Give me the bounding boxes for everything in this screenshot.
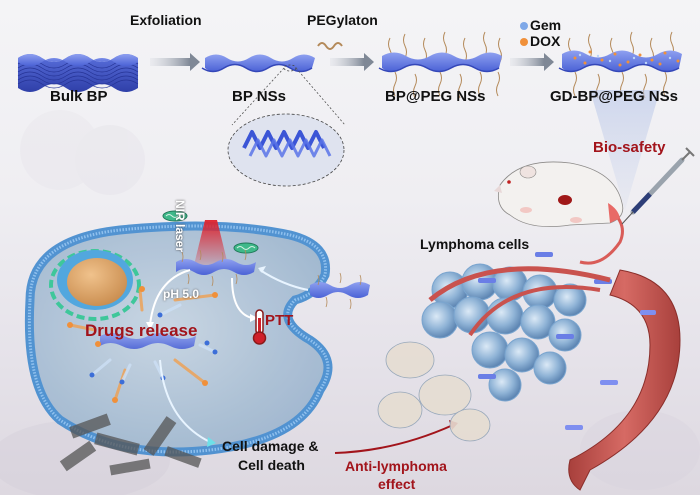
exfoliation-label: Exfoliation bbox=[130, 12, 202, 28]
gd-bp-peg-nss-illustration bbox=[558, 31, 682, 210]
arrow-pegylation bbox=[330, 53, 374, 71]
blood-vessel bbox=[428, 266, 681, 491]
mitochondria-icon bbox=[162, 210, 259, 254]
nanosheet-entering-cell bbox=[258, 266, 370, 310]
outcome-line2: Cell death bbox=[238, 457, 305, 473]
cell-death-arrow bbox=[159, 359, 211, 443]
nir-laser-label: NIR laser bbox=[173, 200, 187, 253]
bp-peg-nss-illustration bbox=[378, 31, 502, 99]
ptt-label: PTT bbox=[265, 312, 294, 329]
bulk-bp-illustration bbox=[17, 54, 139, 92]
nucleus-illustration bbox=[49, 249, 141, 321]
biosafety-label: Bio-safety bbox=[593, 139, 666, 156]
pegylation-label: PEGylaton bbox=[307, 12, 378, 28]
mouse-illustration bbox=[494, 161, 624, 265]
bp-nss-illustration bbox=[201, 54, 346, 126]
dox-legend-label: DOX bbox=[530, 33, 561, 49]
anti-lymphoma-arrow bbox=[334, 424, 454, 454]
bp-nss-label: BP NSs bbox=[232, 88, 286, 105]
arrow-drug-loading bbox=[510, 53, 554, 71]
nir-laser-beam bbox=[194, 220, 228, 265]
bulk-bp-label: Bulk BP bbox=[50, 88, 108, 105]
arrow-exfoliation bbox=[150, 53, 200, 71]
anti-lymphoma-line1: Anti-lymphoma bbox=[345, 458, 447, 474]
ph-label: pH 5.0 bbox=[163, 287, 200, 301]
drugs-release-label: Drugs release bbox=[85, 321, 198, 340]
ptt-arrow bbox=[231, 277, 253, 319]
nanosheet-in-cell bbox=[176, 249, 256, 287]
lymphoma-cell-cluster bbox=[377, 252, 612, 442]
anti-lymphoma-line2: effect bbox=[378, 476, 416, 492]
outcome-line1: Cell damage & bbox=[222, 438, 319, 454]
thermometer-icon bbox=[252, 309, 267, 345]
ph-arrow bbox=[149, 269, 191, 326]
cell-debris bbox=[59, 413, 202, 476]
drug-release-nanosheet bbox=[100, 333, 196, 349]
bp-peg-nss-label: BP@PEG NSs bbox=[385, 88, 486, 105]
dox-legend-dot bbox=[520, 38, 528, 46]
gd-bp-peg-nss-label: GD-BP@PEG NSs bbox=[550, 88, 678, 105]
lymphoma-cells-label: Lymphoma cells bbox=[420, 236, 530, 252]
syringe-icon bbox=[621, 147, 695, 225]
gem-legend-label: Gem bbox=[530, 17, 562, 33]
bp-lattice-zoom-inset bbox=[227, 113, 345, 187]
released-drug-particles bbox=[67, 286, 218, 403]
gem-legend-dot bbox=[520, 22, 528, 30]
peg-chain-icon bbox=[317, 42, 343, 50]
